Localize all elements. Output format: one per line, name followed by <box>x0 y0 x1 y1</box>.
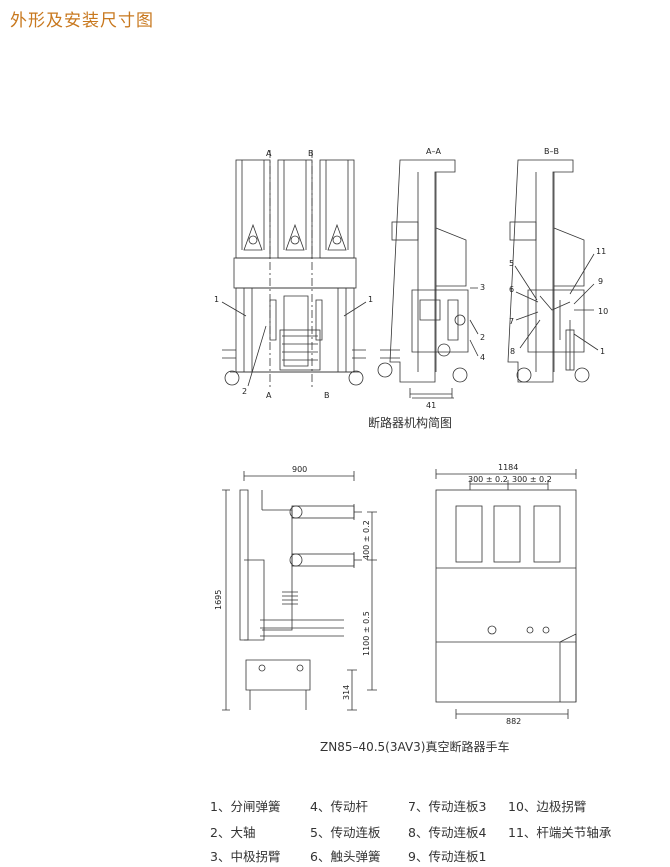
dimension-314: 314 <box>342 685 351 700</box>
callout-label: 2 <box>242 387 247 396</box>
dimension-1100: 1100 ± 0.5 <box>362 611 371 656</box>
drawing-labels: A B A–A B–B 1 1 2 A B 3 2 4 5 6 7 8 11 9… <box>214 147 608 726</box>
callout-label: 1 <box>600 347 605 356</box>
callout-label: 2 <box>480 333 485 342</box>
truck-drawing-caption: ZN85–40.5(3AV3)真空断路器手车 <box>320 740 510 754</box>
callout-label: 9 <box>598 277 603 286</box>
callout-label: 4 <box>480 353 485 362</box>
dimension-1184-line <box>435 469 577 479</box>
front-view-drawing <box>221 150 367 390</box>
dimension-400: 400 ± 0.2 <box>362 520 371 560</box>
callout-label: 10 <box>598 307 608 316</box>
section-a-mark-bottom: A <box>266 391 272 400</box>
section-b-mark-bottom: B <box>324 391 330 400</box>
dimension-41: 41 <box>426 401 436 410</box>
dimension-1100-line <box>367 560 377 691</box>
dimension-300-b: 300 ± 0.2 <box>512 475 552 484</box>
dimension-1695: 1695 <box>214 590 223 610</box>
dimension-900-line <box>243 471 355 481</box>
section-b-mark-top: B <box>308 149 314 158</box>
section-aa-label: A–A <box>426 147 441 156</box>
dimension-882-line <box>455 709 569 719</box>
section-a-mark-top: A <box>266 149 272 158</box>
mechanism-diagram-caption: 断路器机构简图 <box>368 416 453 430</box>
section-a-a-drawing <box>377 159 479 398</box>
side-view-drawing <box>222 471 377 711</box>
dimension-1184: 1184 <box>498 463 518 472</box>
dimension-900: 900 <box>292 465 307 474</box>
section-bb-label: B–B <box>544 147 559 156</box>
dimension-882: 882 <box>506 717 521 726</box>
callout-label: 1 <box>368 295 373 304</box>
callout-label: 7 <box>509 317 514 326</box>
section-b-b-drawing <box>507 159 599 383</box>
page-title: 外形及安装尺寸图 <box>10 11 154 31</box>
callout-label: 11 <box>596 247 606 256</box>
callout-label: 5 <box>509 259 514 268</box>
callout-label: 1 <box>214 295 219 304</box>
callout-label: 6 <box>509 285 514 294</box>
dimension-1695-line <box>222 489 230 711</box>
dimension-300-a: 300 ± 0.2 <box>468 475 508 484</box>
callout-label: 8 <box>510 347 515 356</box>
callout-label: 3 <box>480 283 485 292</box>
front-view-truck-drawing <box>435 469 577 719</box>
dimension-314-line <box>347 669 357 711</box>
